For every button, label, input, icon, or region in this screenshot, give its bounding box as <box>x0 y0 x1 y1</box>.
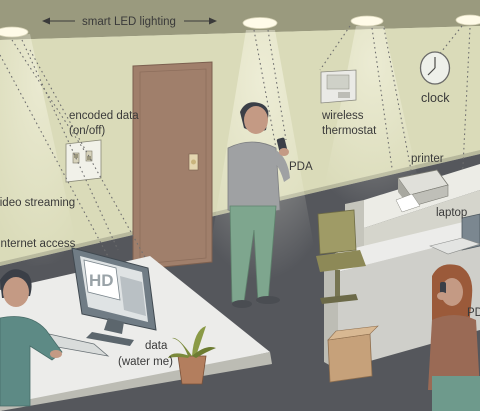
arrow-left-icon <box>42 17 75 25</box>
seated-person <box>0 269 63 407</box>
ceiling <box>0 0 480 40</box>
laptop-icon <box>429 213 480 255</box>
water-data-label-2: (water me) <box>118 356 173 368</box>
chair-icon <box>316 209 366 304</box>
ceiling-label: smart LED lighting <box>82 16 176 28</box>
light-rays <box>0 25 471 336</box>
clock-icon <box>419 51 451 85</box>
thermostat-label-1: wireless <box>321 110 364 122</box>
hd-screen-label: HD <box>89 271 114 290</box>
pda-right-label: PDA <box>467 307 480 319</box>
internet-access-label: internet access <box>0 238 76 250</box>
encoded-data-label-1: encoded data <box>69 110 139 122</box>
arrow-right-icon <box>184 17 217 25</box>
led-light-icon <box>0 14 480 38</box>
encoded-data-label-2: (on/off) <box>69 125 105 137</box>
printer-icon <box>395 169 449 213</box>
light-cone-3 <box>0 34 80 270</box>
clock-label: clock <box>421 91 450 105</box>
woman-with-phone <box>428 264 480 411</box>
box-icon <box>327 325 379 383</box>
laptop-label: laptop <box>436 207 467 219</box>
plant-icon <box>168 326 216 385</box>
pda-label: PDA <box>289 161 313 173</box>
door-icon <box>132 61 213 271</box>
thermostat-label-2: thermostat <box>322 125 377 137</box>
video-streaming-label: video streaming <box>0 197 75 209</box>
standing-person <box>227 102 290 308</box>
monitor-icon <box>71 247 157 346</box>
light-cone-2 <box>320 26 425 210</box>
printer-label: printer <box>411 153 444 165</box>
thermostat-icon <box>320 69 357 104</box>
water-data-label-1: data <box>145 340 168 352</box>
